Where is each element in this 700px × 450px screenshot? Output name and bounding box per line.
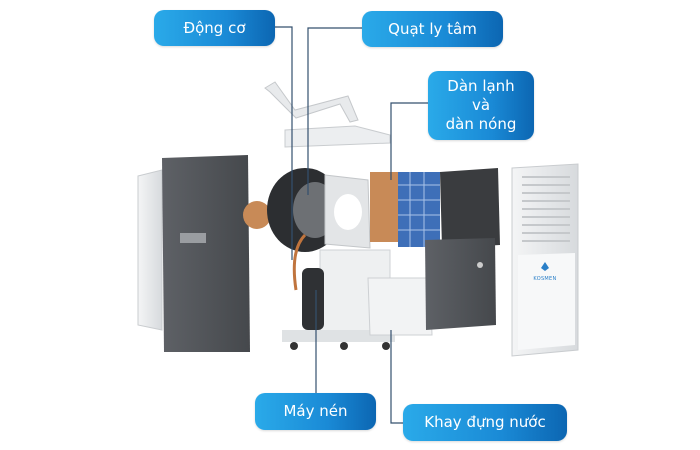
panel-knob [477,262,483,268]
front-vents [522,176,570,242]
label-centrifugal-fan: Quạt ly tâm [362,11,503,47]
copper-pipe [292,233,307,291]
motor-shaft [243,201,271,229]
gray-panel-right [425,238,496,330]
compressor [302,268,324,330]
brand-logo-text: KOSMEN [533,276,556,282]
wheel [382,342,390,350]
fan-housing-hole [334,194,362,230]
panel-handle [180,233,206,243]
water-tank [367,277,433,336]
wheel [290,342,298,350]
label-compressor: Máy nén [255,393,376,430]
label-motor: Động cơ [154,10,275,46]
label-water-tray: Khay đựng nước [403,404,567,441]
wheel [340,342,348,350]
top-handle [264,81,359,123]
base-tray [282,330,395,342]
label-coils-line: và [471,96,491,114]
evaporator-grid [398,172,440,247]
label-coils: Dàn lạnh và dàn nóng [428,71,534,140]
label-coils-line: Dàn lạnh [447,77,515,95]
side-panel-left [137,169,163,331]
label-coils-line: dàn nóng [445,115,517,133]
gray-panel-left [162,155,250,352]
filter-frame [440,168,500,248]
copper-coil [370,172,400,242]
brand-logo [541,262,549,271]
grid-lines [398,172,440,247]
leader-lines [275,26,428,424]
front-lower-panel [518,253,575,350]
top-cover [284,125,391,148]
